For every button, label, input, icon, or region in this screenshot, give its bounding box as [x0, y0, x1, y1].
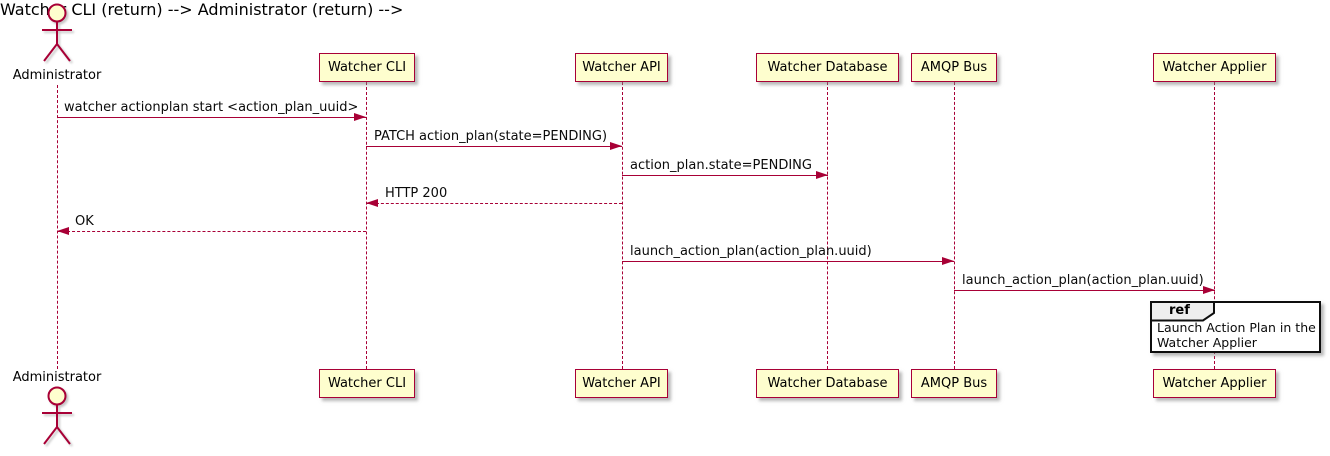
participant-label: Watcher Database [767, 60, 888, 75]
lifeline-watcher-applier [1214, 82, 1215, 369]
participant-label: AMQP Bus [920, 60, 988, 75]
participant-label: Watcher Database [767, 376, 888, 391]
participant-label: Watcher Applier [1162, 376, 1267, 391]
lifeline-amqp-bus [953, 82, 955, 369]
message-7-label: launch_action_plan(action_plan.uuid) [962, 273, 1204, 288]
participant-bottom-watcher-cli: Watcher CLI [319, 369, 415, 398]
message-1-line [57, 117, 366, 118]
participant-label: Watcher CLI [327, 60, 407, 75]
participant-bottom-watcher-database: Watcher Database [756, 369, 899, 398]
ref-tab [1150, 301, 1215, 322]
participant-top-watcher-database: Watcher Database [756, 53, 899, 82]
message-3-arrowhead-icon [816, 171, 828, 179]
actor-label: Administrator [12, 68, 102, 83]
message-7-arrowhead-icon [1203, 286, 1215, 294]
ref-body-text: Launch Action Plan in the Watcher Applie… [1157, 320, 1316, 350]
message-5-arrowhead-icon [57, 227, 69, 235]
participant-label: Watcher API [582, 60, 661, 75]
message-1-label: watcher actionplan start <action_plan_uu… [64, 100, 359, 115]
participant-label: AMQP Bus [920, 376, 988, 391]
participant-top-watcher-applier: Watcher Applier [1153, 53, 1276, 82]
message-1-arrowhead-icon [354, 113, 366, 121]
participant-top-watcher-cli: Watcher CLI [319, 53, 415, 82]
participant-bottom-watcher-applier: Watcher Applier [1153, 369, 1276, 398]
ref-tab-label: ref [1169, 303, 1190, 318]
participant-label: Watcher Applier [1162, 60, 1267, 75]
lifeline-watcher-api [621, 82, 623, 369]
message-2-label: PATCH action_plan(state=PENDING) [374, 129, 608, 144]
lifeline-watcher-cli [365, 82, 367, 369]
ref-fragment: ref Launch Action Plan in the Watcher Ap… [1150, 301, 1321, 353]
participant-label: Watcher CLI [327, 376, 407, 391]
message-3-line [622, 175, 828, 176]
message-5-label: OK [75, 214, 94, 229]
participant-top-watcher-api: Watcher API [575, 53, 668, 82]
participant-label: Watcher API [582, 376, 661, 391]
message-7-line [954, 290, 1215, 291]
message-2-line [366, 146, 622, 147]
message-2-arrowhead-icon [610, 142, 622, 150]
message-6-label: launch_action_plan(action_plan.uuid) [630, 244, 872, 259]
participant-bottom-amqp-bus: AMQP Bus [911, 369, 997, 398]
actor-label-bottom: Administrator [12, 370, 102, 385]
message-4-line [366, 203, 622, 204]
message-6-arrowhead-icon [942, 257, 954, 265]
message-4-arrowhead-icon [366, 199, 378, 207]
message-3-label: action_plan.state=PENDING [630, 158, 812, 173]
message-5-line [57, 231, 366, 232]
message-6-line [622, 261, 954, 262]
participant-top-amqp-bus: AMQP Bus [911, 53, 997, 82]
message-4-label: HTTP 200 [385, 186, 448, 201]
actor-icon-bottom [42, 386, 72, 445]
lifeline-watcher-database [827, 82, 828, 369]
actor-icon [42, 3, 72, 62]
participant-bottom-watcher-api: Watcher API [575, 369, 668, 398]
